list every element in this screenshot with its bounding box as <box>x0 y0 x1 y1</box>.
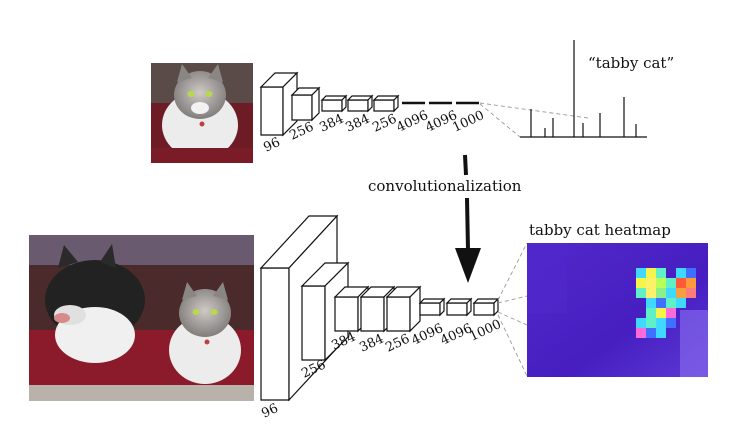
bottom-label-7: 1000 <box>467 317 503 345</box>
bottom-label-4: 256 <box>383 332 412 356</box>
top-layer-256 <box>290 86 321 122</box>
top-label-3: 384 <box>343 112 372 136</box>
bottom-layer-4096-b <box>445 297 473 317</box>
top-network: 96 256 384 384 256 4096 4096 1000 <box>259 71 487 156</box>
bottom-layer-1000 <box>472 297 500 317</box>
top-label-7: 1000 <box>450 108 486 136</box>
score-chart <box>520 40 647 138</box>
top-label-0: 96 <box>261 135 282 156</box>
bottom-layer-256-b <box>385 285 422 333</box>
convolutionalization-arrow <box>455 154 481 283</box>
tabby-cat-heatmap <box>527 243 708 377</box>
top-layer-384-b <box>346 94 374 113</box>
bottom-label-3: 384 <box>357 332 386 356</box>
cat-photo <box>151 63 253 163</box>
bottom-guide-4 <box>497 314 528 377</box>
bottom-network: 96 256 384 384 256 4096 4096 1000 <box>259 214 504 422</box>
dog-cat-photo <box>29 235 254 401</box>
heatmap-title: tabby cat heatmap <box>529 221 671 239</box>
bottom-layer-4096-a <box>418 297 446 317</box>
top-layer-384-a <box>320 94 348 113</box>
arrow-label: convolutionalization <box>368 177 522 195</box>
bottom-label-0: 96 <box>259 401 280 422</box>
top-label-2: 384 <box>317 112 346 136</box>
bottom-guide-2 <box>497 295 528 304</box>
top-layer-256-b <box>372 94 400 113</box>
quote-label: “tabby cat” <box>588 54 674 72</box>
bottom-guide-1 <box>497 242 528 301</box>
top-guide-upper <box>479 102 589 119</box>
bottom-guide-3 <box>497 311 528 326</box>
top-guide-lower <box>479 103 521 138</box>
